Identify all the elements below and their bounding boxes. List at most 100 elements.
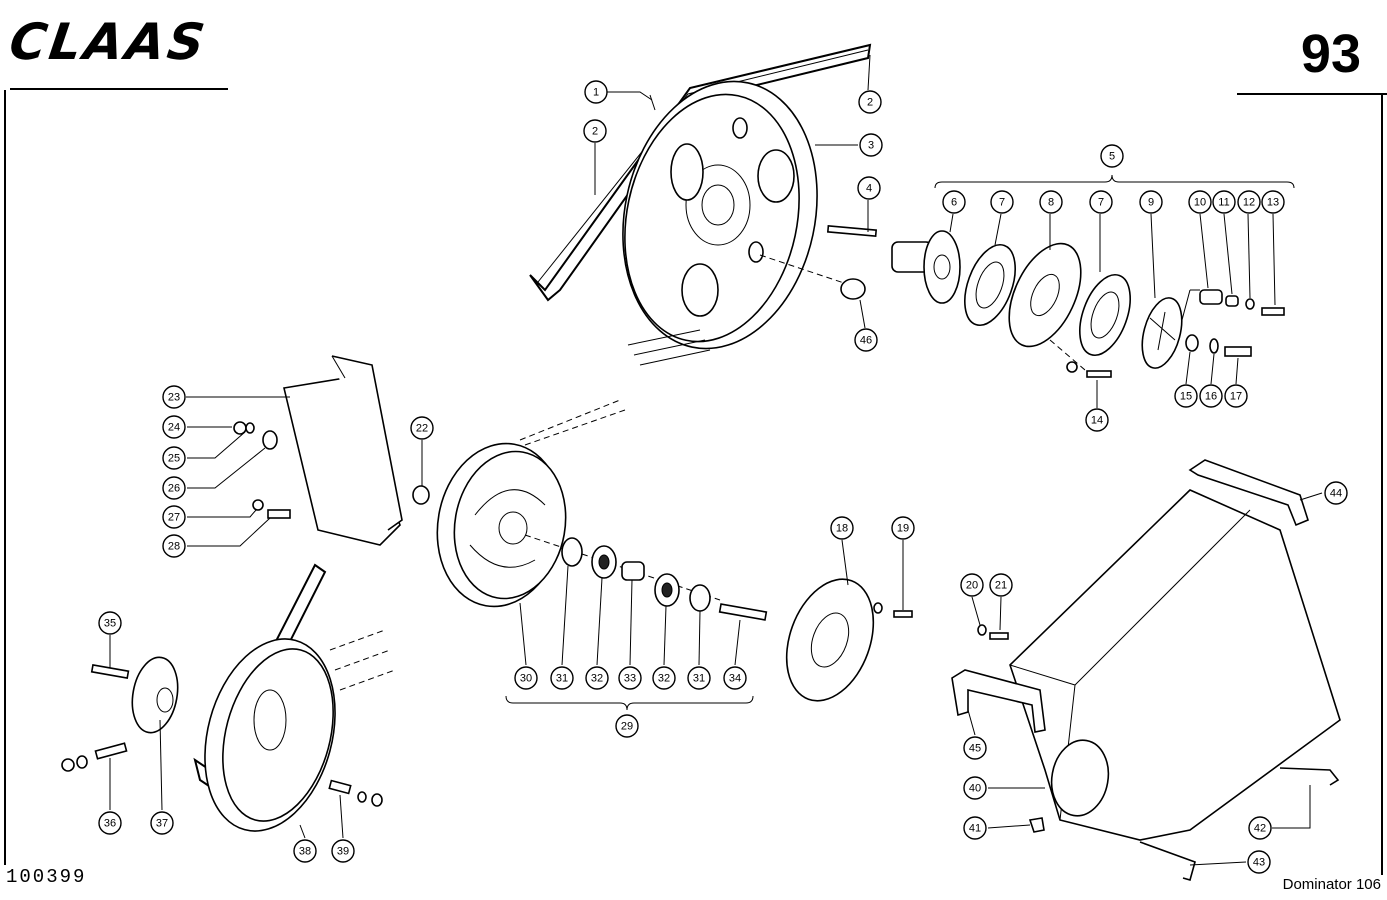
callout-circle (1212, 190, 1236, 214)
callout-circle (960, 573, 984, 597)
callout-3: 3 (859, 133, 883, 157)
frame-right-border (1381, 95, 1383, 875)
callout-circle (1085, 408, 1109, 432)
bracket-drawing (233, 355, 430, 546)
callout-label: 32 (658, 673, 670, 685)
callout-circle (162, 476, 186, 500)
callout-label: 33 (624, 673, 636, 685)
callout-2: 2 (583, 119, 607, 143)
callout-15: 15 (1174, 384, 1198, 408)
callout-45: 45 (963, 736, 987, 760)
callout-circle (550, 666, 574, 690)
callout-label: 31 (556, 673, 568, 685)
callout-circle (942, 190, 966, 214)
callout-label: 35 (104, 618, 116, 630)
callout-circle (162, 534, 186, 558)
logo-underline (10, 88, 228, 90)
frame-left-border (4, 90, 6, 865)
callout-circle (1261, 190, 1285, 214)
callout-label: 39 (337, 846, 349, 858)
callout-circle (1188, 190, 1212, 214)
callout-17: 17 (1224, 384, 1248, 408)
callout-label: 24 (168, 422, 180, 434)
callout-label: 34 (729, 673, 741, 685)
callout-25: 25 (162, 446, 186, 470)
callout-label: 20 (966, 580, 978, 592)
callout-circle (98, 811, 122, 835)
callout-circle (723, 666, 747, 690)
callout-label: 46 (860, 335, 872, 347)
callout-circle (293, 839, 317, 863)
callout-37: 37 (150, 811, 174, 835)
callout-label: 28 (168, 541, 180, 553)
callout-circle (162, 446, 186, 470)
callout-13: 13 (1261, 190, 1285, 214)
callout-8: 8 (1039, 190, 1063, 214)
callout-label: 40 (969, 783, 981, 795)
callout-circle (963, 816, 987, 840)
callout-label: 45 (969, 743, 981, 755)
callout-2: 2 (858, 90, 882, 114)
callout-circle (150, 811, 174, 835)
cover-plate-drawing (785, 578, 913, 702)
model-name: Dominator 106 (1282, 876, 1381, 893)
callout-9: 9 (1139, 190, 1163, 214)
callout-circle (1248, 816, 1272, 840)
callout-circle (98, 611, 122, 635)
callout-41: 41 (963, 816, 987, 840)
callout-label: 3 (868, 140, 874, 152)
callout-circle (891, 516, 915, 540)
callout-35: 35 (98, 611, 122, 635)
callout-44: 44 (1324, 481, 1348, 505)
callout-label: 42 (1254, 823, 1266, 835)
callout-label: 38 (299, 846, 311, 858)
callout-circle (990, 190, 1014, 214)
callout-circle (331, 839, 355, 863)
callout-label: 8 (1048, 197, 1054, 209)
callout-46: 46 (854, 328, 878, 352)
callout-label: 4 (866, 183, 872, 195)
callout-label: 17 (1230, 391, 1242, 403)
callout-12: 12 (1237, 190, 1261, 214)
callout-22: 22 (410, 416, 434, 440)
callout-42: 42 (1248, 816, 1272, 840)
callout-1: 1 (584, 80, 608, 104)
callout-20: 20 (960, 573, 984, 597)
callout-label: 31 (693, 673, 705, 685)
callout-circle (854, 328, 878, 352)
callout-32: 32 (652, 666, 676, 690)
page-number-underline (1237, 93, 1387, 95)
callout-label: 12 (1243, 197, 1255, 209)
callout-19: 19 (891, 516, 915, 540)
leader-lines (109, 54, 1323, 866)
callout-43: 43 (1247, 850, 1271, 874)
callout-circle (162, 505, 186, 529)
callout-circle (652, 666, 676, 690)
callout-circle (1139, 190, 1163, 214)
callout-circle (162, 415, 186, 439)
callout-circle (687, 666, 711, 690)
callout-label: 1 (593, 87, 599, 99)
callout-label: 23 (168, 392, 180, 404)
callout-label: 18 (836, 523, 848, 535)
callout-circle (1324, 481, 1348, 505)
callout-label: 9 (1148, 197, 1154, 209)
callout-circle (1247, 850, 1271, 874)
callout-28: 28 (162, 534, 186, 558)
callout-label: 5 (1109, 151, 1115, 163)
callout-29: 29 (615, 714, 639, 738)
callout-circle (585, 666, 609, 690)
callout-7: 7 (990, 190, 1014, 214)
callout-circle (1100, 144, 1124, 168)
callout-6: 6 (942, 190, 966, 214)
callout-label: 13 (1267, 197, 1279, 209)
callout-circle (859, 133, 883, 157)
callout-circle (583, 119, 607, 143)
callout-label: 37 (156, 818, 168, 830)
callout-11: 11 (1212, 190, 1236, 214)
callout-label: 16 (1205, 391, 1217, 403)
callout-label: 32 (591, 673, 603, 685)
callout-label: 15 (1180, 391, 1192, 403)
